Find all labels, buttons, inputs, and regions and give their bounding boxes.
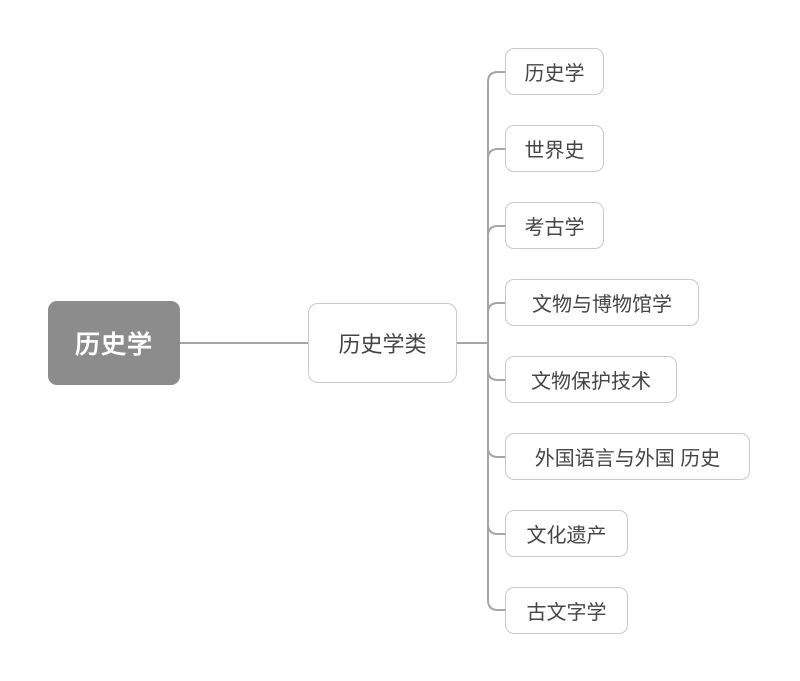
leaf-node-3[interactable]: 考古学 [505, 202, 604, 249]
root-node-label: 历史学 [74, 331, 153, 359]
leaf-node-1[interactable]: 历史学 [505, 48, 604, 95]
leaf-node-label: 古文字学 [526, 602, 607, 624]
leaf-node-5[interactable]: 文物保护技术 [505, 356, 677, 403]
connector-trunk-to-leaf-7 [487, 523, 505, 535]
connector-trunk-to-leaf-4 [487, 302, 505, 314]
leaf-node-2[interactable]: 世界史 [505, 125, 604, 172]
leaf-node-label: 世界史 [524, 140, 585, 162]
connector-trunk-to-leaf-2 [487, 148, 505, 160]
connector-trunk-to-leaf-3 [487, 225, 505, 237]
leaf-node-label: 文物与博物馆学 [532, 294, 672, 316]
leaf-node-label: 文物保护技术 [531, 371, 651, 393]
leaf-node-8[interactable]: 古文字学 [505, 587, 628, 634]
leaf-node-4[interactable]: 文物与博物馆学 [505, 279, 699, 326]
leaf-node-7[interactable]: 文化遗产 [505, 510, 628, 557]
leaf-node-label: 文化遗产 [526, 525, 607, 547]
root-node-history[interactable]: 历史学 [48, 301, 180, 385]
leaf-node-label: 考古学 [524, 217, 585, 239]
connector-trunk-to-leaf-8 [487, 599, 505, 611]
connector-trunk-to-leaf-5 [487, 369, 505, 381]
connector-trunk-to-leaf-6 [487, 446, 505, 458]
connector-trunk-to-leaf-1 [487, 71, 505, 83]
leaf-node-6[interactable]: 外国语言与外国 历史 [505, 433, 750, 480]
branch-node-label: 历史学类 [338, 332, 427, 357]
leaf-node-label: 历史学 [524, 63, 585, 85]
leaf-node-label: 外国语言与外国 历史 [534, 448, 721, 470]
branch-node-history-category[interactable]: 历史学类 [308, 303, 457, 383]
